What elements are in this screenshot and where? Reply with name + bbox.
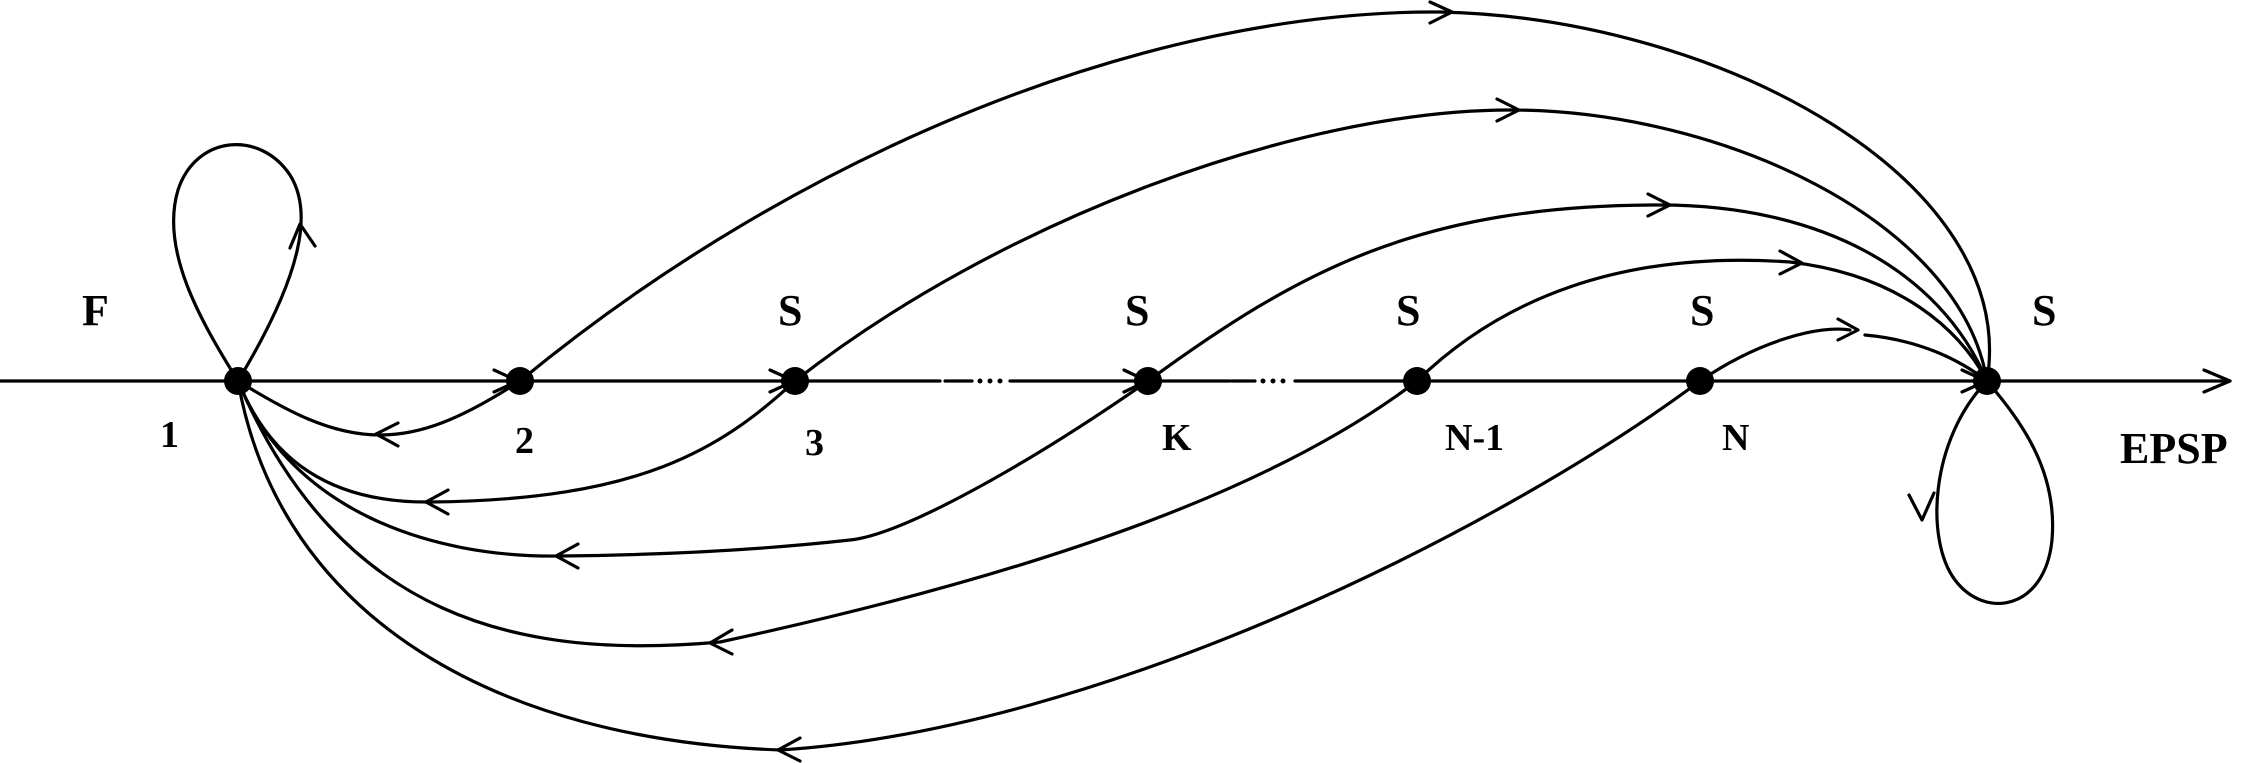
node-1: [224, 367, 252, 395]
fwd-3-out: [793, 108, 1989, 383]
back-N1-1: [236, 379, 1419, 648]
node-3: [781, 367, 809, 395]
nodes: [224, 367, 2001, 395]
node-label-K: K: [1162, 417, 1192, 459]
self-loop-node-1: [172, 143, 317, 383]
back-2-1: [236, 379, 522, 437]
node-label-3: 3: [805, 422, 824, 464]
output-label: EPSP: [2120, 424, 2228, 473]
gap-marker-2: [1230, 378, 1286, 384]
back-arcs: [236, 379, 1702, 763]
node-label-1: 1: [160, 414, 179, 456]
state-label-out: S: [2032, 286, 2056, 335]
fwd-2-out: [518, 10, 1991, 383]
node-K: [1134, 367, 1162, 395]
gap-marker-1: [943, 378, 1003, 384]
self-loop-node-out: [1907, 379, 2055, 605]
labels: F 1 2 3 K N-1 N S S S S S EPSP: [82, 286, 2228, 473]
fwd-N1-out: [1415, 258, 1989, 383]
forward-arcs: [518, 0, 1991, 383]
fwd-N-out-arc: [1698, 327, 1852, 383]
node-N-1: [1403, 367, 1431, 395]
back-3-1: [236, 379, 797, 504]
state-label-N-1: S: [1396, 286, 1420, 335]
state-label-N: S: [1690, 286, 1714, 335]
node-N: [1686, 367, 1714, 395]
back-K-1: [236, 379, 1150, 558]
node-label-N: N: [1722, 417, 1749, 459]
node-out: [1973, 367, 2001, 395]
state-label-K: S: [1125, 286, 1149, 335]
node-label-N-1: N-1: [1445, 417, 1504, 459]
node-label-2: 2: [515, 420, 534, 462]
node-2: [506, 367, 534, 395]
input-label: F: [82, 286, 109, 335]
back-N-1: [236, 379, 1702, 752]
fwd-K-out: [1146, 203, 1989, 383]
state-label-3: S: [778, 286, 802, 335]
